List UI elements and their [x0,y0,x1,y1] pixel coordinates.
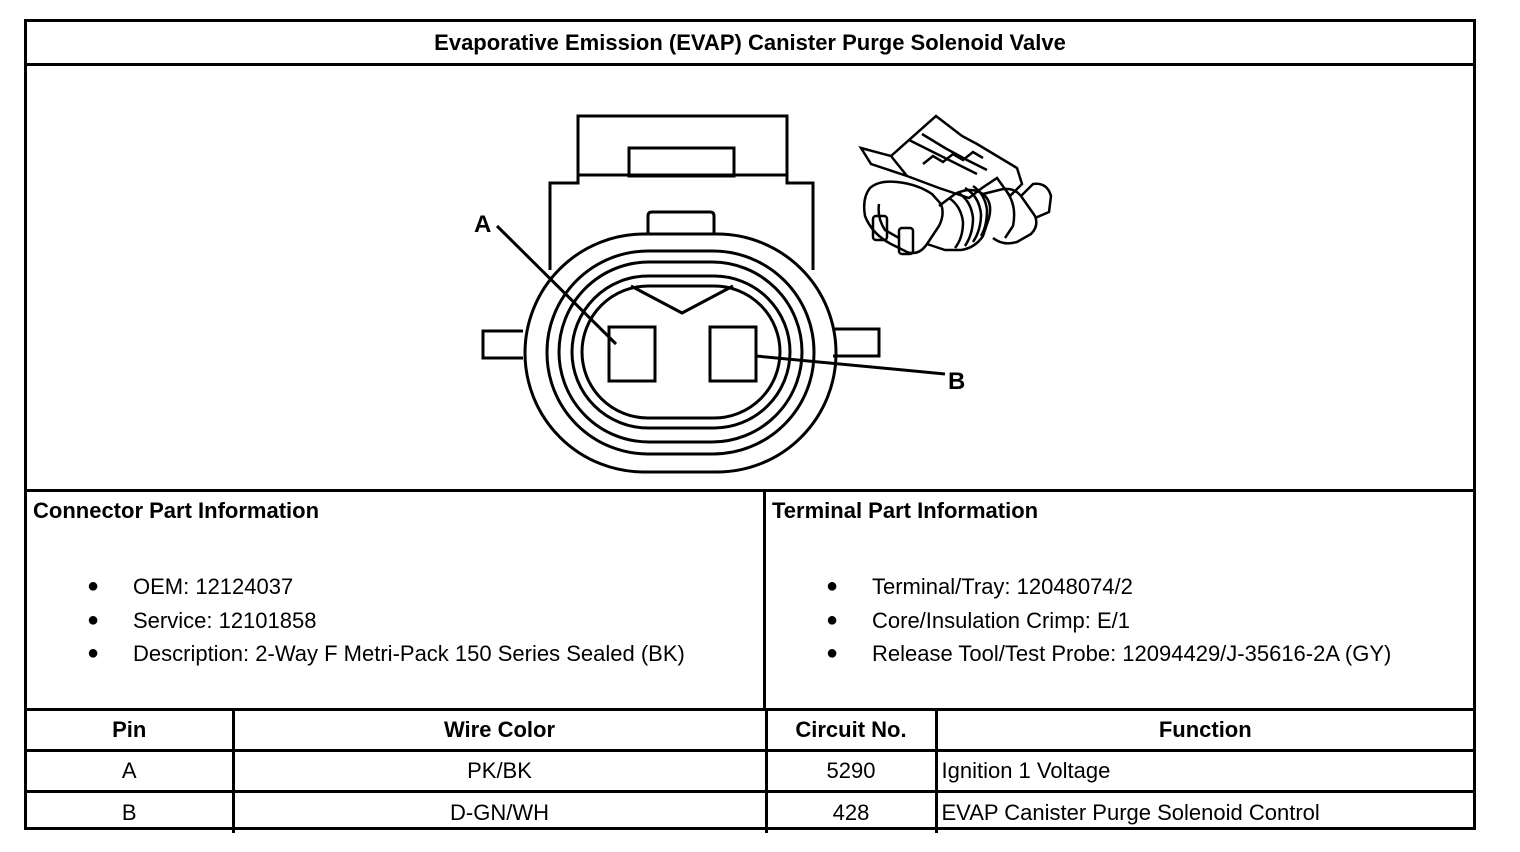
table-row: A PK/BK 5290 Ignition 1 Voltage [27,749,1473,793]
cell-wire-color: PK/BK [231,749,768,793]
table-row: B D-GN/WH 428 EVAP Canister Purge Soleno… [27,790,1473,833]
header-wire-color: Wire Color [231,708,768,752]
header-function: Function [934,708,1473,752]
cell-wire-color: D-GN/WH [231,790,768,833]
keying-notch [630,284,734,315]
connector-part-info: Connector Part Information ● OEM: 1212403… [27,492,766,708]
bullet-icon: ● [86,575,100,597]
list-item: ● Description: 2-Way F Metri-Pack 150 Ser… [83,637,685,671]
sheet-title: Evaporative Emission (EVAP) Canister Pur… [27,22,1473,66]
connector-part-list: ● OEM: 12124037 ● Service: 12101858 ● Descr… [83,570,685,671]
header-pin: Pin [27,708,235,752]
bullet-icon: ● [86,642,100,664]
connector-face-drawing: A B [474,114,1053,474]
list-item: ● OEM: 12124037 [83,570,685,604]
bullet-icon: ● [86,608,100,631]
latch-window [627,146,736,178]
list-item-text: Service: 12101858 [133,607,317,633]
terminal-part-info: Terminal Part Information ● Terminal/Tray… [766,492,1473,708]
cell-circuit-no: 428 [764,790,938,833]
cell-pin: A [27,749,235,793]
header-circuit-no: Circuit No. [764,708,938,752]
bullet-icon: ● [825,642,839,664]
inner-seal [557,260,804,444]
list-item: ● Terminal/Tray: 12048074/2 [822,570,1391,604]
middle-seal [545,249,816,456]
pin-b-leader [755,354,946,376]
pin-a-leader [495,224,618,346]
cavity-floor [580,284,782,420]
pinout-table: Pin Wire Color Circuit No. Function A PK… [27,708,1473,833]
list-item-text: Terminal/Tray: 12048074/2 [872,574,1133,599]
cell-pin: B [27,790,235,833]
pin-a-cavity [607,325,657,383]
part-info-section: Connector Part Information ● OEM: 1212403… [27,489,1473,708]
list-item-text: Core/Insulation Crimp: E/1 [872,607,1130,633]
connector-3d-illustration [858,114,1053,256]
outer-seal [523,232,838,474]
left-ear [481,329,523,360]
cell-function: Ignition 1 Voltage [934,749,1473,793]
terminal-part-list: ● Terminal/Tray: 12048074/2 ● Core/Insulat… [822,570,1391,671]
list-item-text: OEM: 12124037 [133,574,294,599]
list-item: ● Release Tool/Test Probe: 12094429/J-356… [822,637,1391,671]
pin-b-cavity [708,325,758,383]
pin-b-callout: B [948,368,965,395]
connector-shoulder [548,173,815,270]
bullet-icon: ● [825,608,839,631]
terminal-part-heading: Terminal Part Information [772,498,1039,523]
list-item: ● Service: 12101858 [83,604,685,638]
cell-circuit-no: 5290 [764,749,938,793]
connector-diagram: A B [27,66,1473,489]
cavity-wall [570,274,792,430]
list-item: ● Core/Insulation Crimp: E/1 [822,604,1391,638]
right-ear [833,327,881,358]
pin-a-callout: A [474,211,491,238]
table-header-row: Pin Wire Color Circuit No. Function [27,708,1473,752]
cell-function: EVAP Canister Purge Solenoid Control [934,790,1473,833]
latch-housing [576,114,789,175]
bullet-icon: ● [825,575,839,597]
connector-part-heading: Connector Part Information [33,498,320,523]
connector-sheet: Evaporative Emission (EVAP) Canister Pur… [24,19,1476,833]
list-item-text: Release Tool/Test Probe: 12094429/J-3561… [872,641,1392,666]
list-item-text: Description: 2-Way F Metri-Pack 150 Seri… [133,641,685,666]
center-tab [646,210,716,234]
